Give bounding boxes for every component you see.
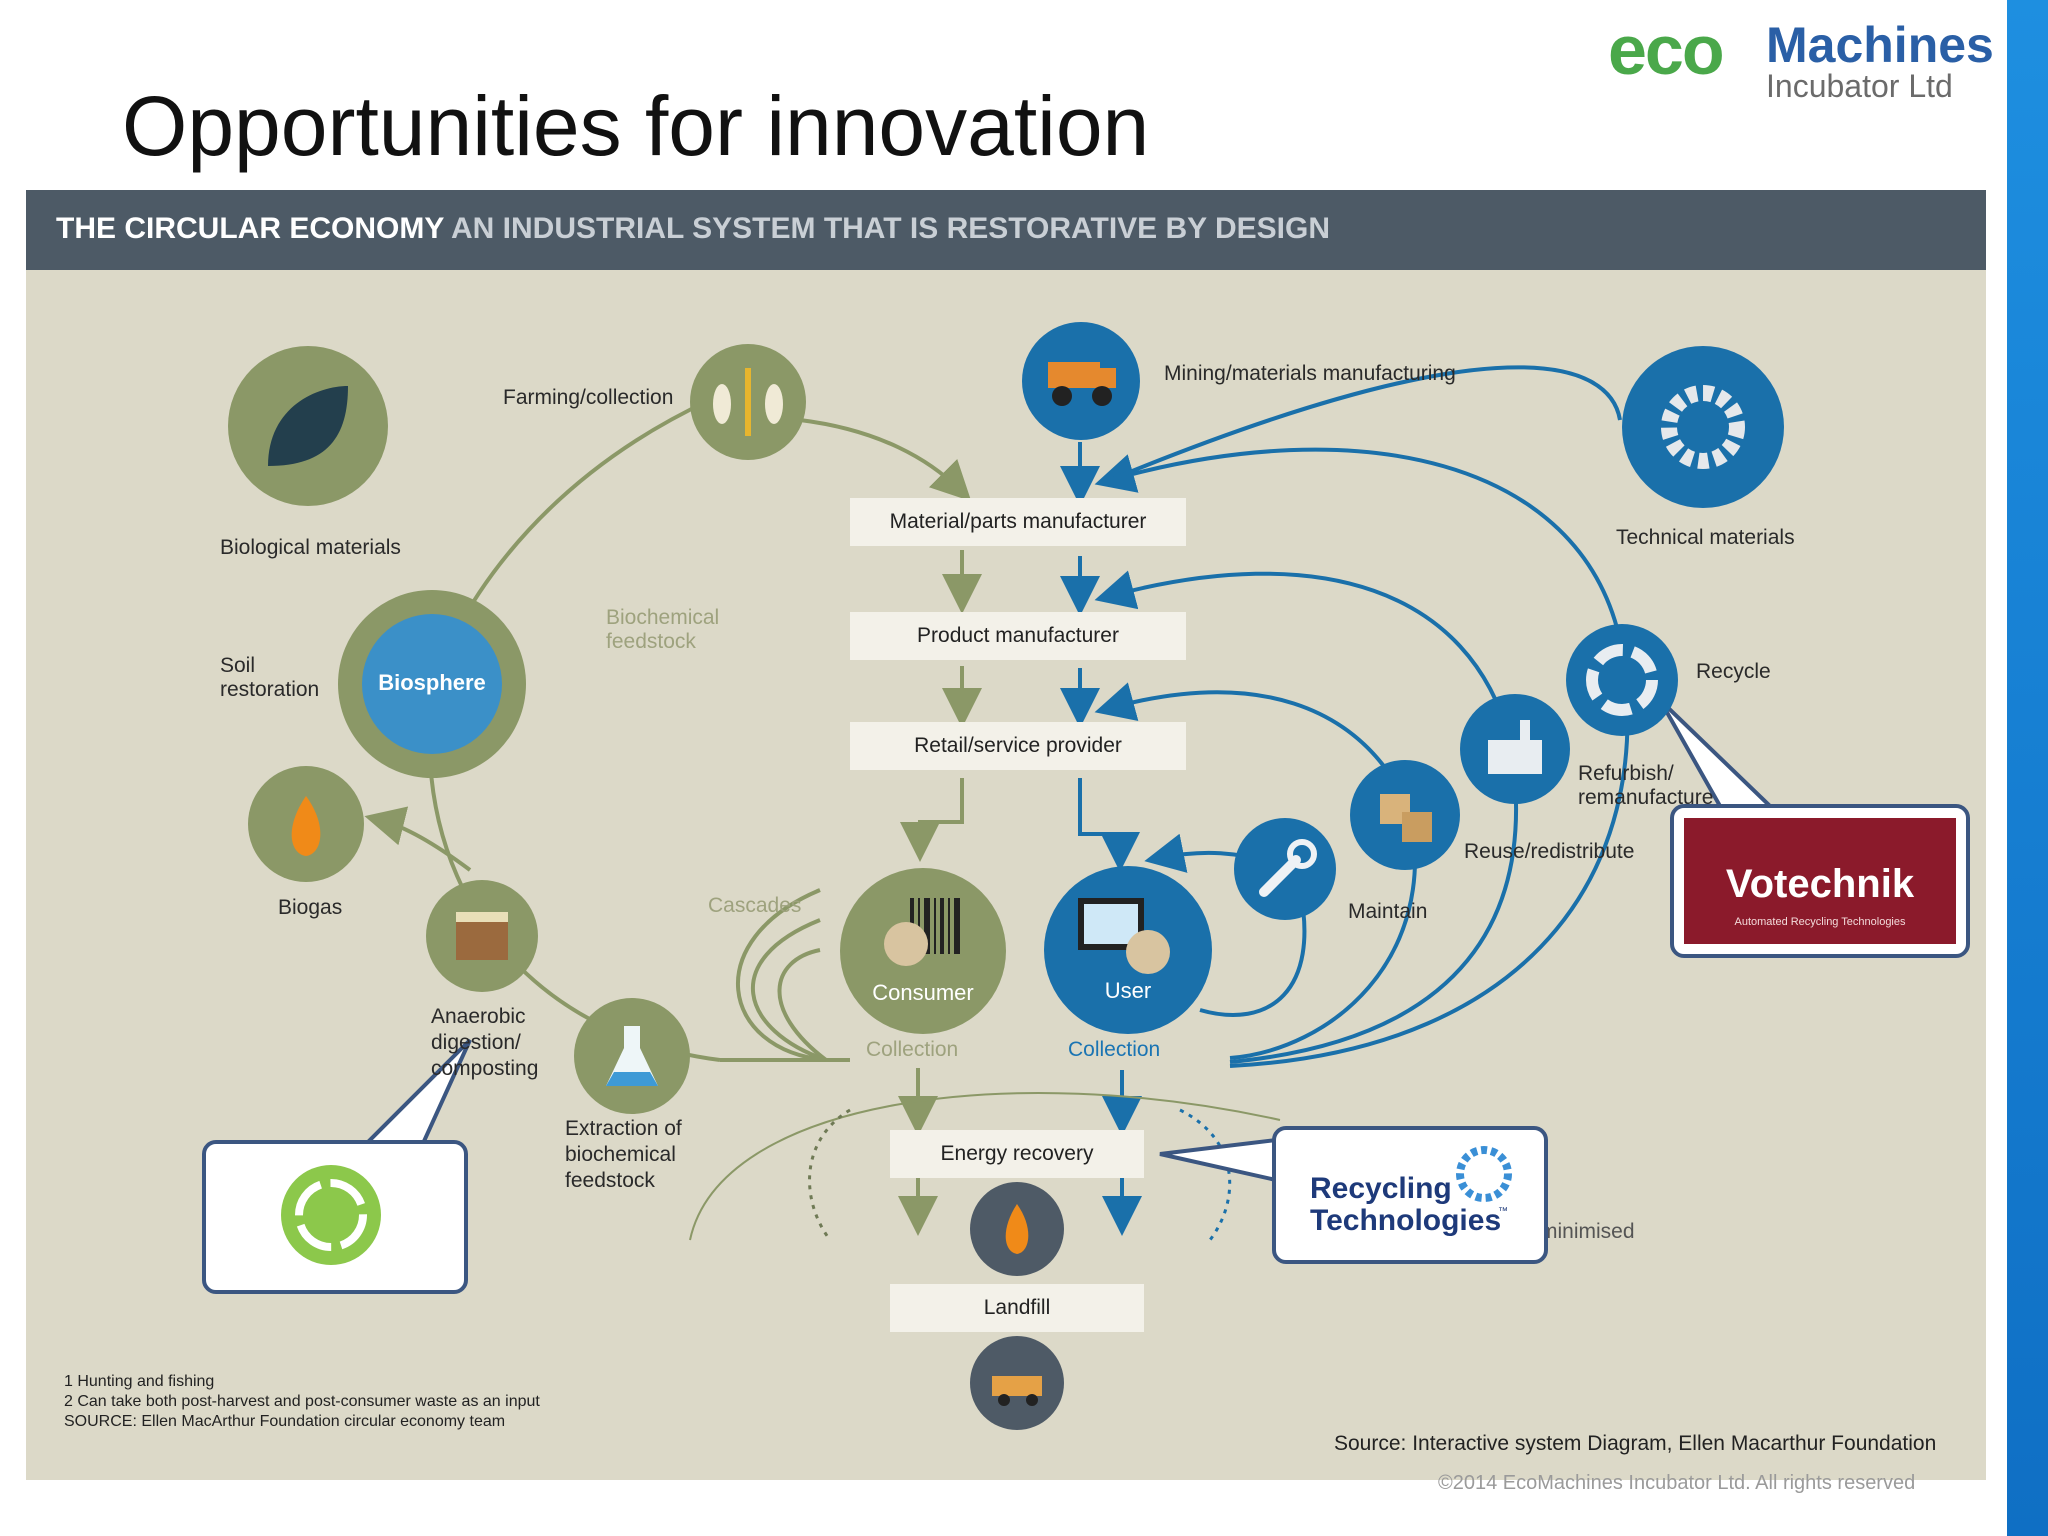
banner-text: THE CIRCULAR ECONOMY AN INDUSTRIAL SYSTE… xyxy=(56,212,1330,246)
flask-icon xyxy=(606,1026,658,1086)
consumer-node: Consumer xyxy=(840,868,1006,1034)
box-landfill: Landfill xyxy=(890,1284,1144,1332)
source-line: Source: Interactive system Diagram, Elle… xyxy=(1334,1432,1937,1455)
label-anaerobic: Anaerobic digestion/ composting xyxy=(431,1005,539,1080)
globe-icon xyxy=(362,614,502,754)
copyright: ©2014 EcoMachines Incubator Ltd. All rig… xyxy=(1438,1472,1916,1494)
recycle-icon xyxy=(1586,644,1658,716)
farming-node xyxy=(690,344,806,460)
votechnik-logo: Votechnik Automated Recycling Technologi… xyxy=(1684,818,1956,944)
truck-icon xyxy=(1048,362,1116,406)
accent-bar xyxy=(2007,0,2048,1536)
maintain-node xyxy=(1234,818,1336,920)
rt-line1: Recycling xyxy=(1310,1172,1452,1205)
landfill-truck-node xyxy=(970,1336,1064,1430)
logo-eco: eco xyxy=(1608,11,1725,89)
logo-machines: Machines xyxy=(1766,17,1994,73)
recycling-technologies-callout: Recycling Technologies ™ xyxy=(1272,1126,1548,1264)
ecomachines-logo: eco Machines Incubator Ltd xyxy=(1608,10,1994,105)
label-biogas: Biogas xyxy=(278,896,343,919)
label-collection-consumer: Collection xyxy=(866,1038,959,1061)
flame-icon xyxy=(291,796,321,856)
label-biological-materials: Biological materials xyxy=(220,536,401,559)
technical-materials-node xyxy=(1622,346,1784,508)
biogas-node xyxy=(248,766,364,882)
label-cascades: Cascades xyxy=(708,894,802,917)
recycle-node xyxy=(1566,624,1678,736)
box-energy-recovery: Energy recovery xyxy=(890,1130,1144,1178)
factory-icon xyxy=(1488,720,1542,774)
biogen-callout xyxy=(202,1140,468,1294)
label-biochemical-feedstock: Biochemical feedstock xyxy=(606,606,720,653)
diagram-banner: THE CIRCULAR ECONOMY AN INDUSTRIAL SYSTE… xyxy=(26,190,1986,270)
soil-icon xyxy=(456,912,508,960)
mining-node xyxy=(1022,322,1140,440)
user-node: User xyxy=(1044,866,1212,1034)
extraction-node xyxy=(574,998,690,1114)
votechnik-name: Votechnik xyxy=(1725,862,1915,906)
refurbish-node xyxy=(1460,694,1570,804)
label-mining: Mining/materials manufacturing xyxy=(1164,362,1456,385)
recycling-technologies-swirl-icon xyxy=(1456,1146,1512,1202)
box-product-manufacturer: Product manufacturer xyxy=(850,612,1186,660)
box-material-parts: Material/parts manufacturer xyxy=(850,498,1186,546)
energy-flame-node xyxy=(970,1182,1064,1276)
label-reuse: Reuse/redistribute xyxy=(1464,840,1635,863)
label-soil-restoration: Soil restoration xyxy=(220,654,320,701)
logo-subtitle: Incubator Ltd xyxy=(1766,68,1953,104)
user-label: User xyxy=(1104,978,1152,1003)
footnote-1: 1 Hunting and fishing xyxy=(64,1373,215,1390)
biosphere-label: Biosphere xyxy=(378,670,486,695)
footnotes: 1 Hunting and fishing 2 Can take both po… xyxy=(64,1372,540,1432)
consumer-label: Consumer xyxy=(872,980,974,1005)
votechnik-tagline: Automated Recycling Technologies xyxy=(1734,916,1906,928)
biogen-logo-icon xyxy=(281,1165,381,1265)
wrench-icon xyxy=(1259,839,1317,897)
footnote-source: SOURCE: Ellen MacArthur Foundation circu… xyxy=(64,1413,506,1430)
wheat-fish-icon xyxy=(713,368,783,436)
gear-icon xyxy=(1661,385,1745,469)
label-extraction: Extraction of biochemical feedstock xyxy=(565,1117,682,1192)
label-refurbish: Refurbish/ remanufacture xyxy=(1578,762,1714,809)
footnote-2: 2 Can take both post-harvest and post-co… xyxy=(64,1393,540,1410)
label-minimised: minimised xyxy=(1540,1220,1635,1243)
flame-icon xyxy=(1005,1204,1029,1254)
barcode-icon xyxy=(884,898,960,966)
reuse-node xyxy=(1350,760,1460,870)
label-maintain: Maintain xyxy=(1348,900,1428,923)
banner-bold: THE CIRCULAR ECONOMY xyxy=(56,212,444,245)
rt-line2: Technologies xyxy=(1310,1204,1502,1237)
label-recycle: Recycle xyxy=(1696,660,1771,683)
rt-tm: ™ xyxy=(1498,1206,1508,1217)
biosphere-node: Biosphere xyxy=(338,590,526,778)
slide-title: Opportunities for innovation xyxy=(122,79,1150,173)
dump-truck-icon xyxy=(992,1376,1042,1406)
votechnik-callout: Votechnik Automated Recycling Technologi… xyxy=(1670,804,1970,958)
label-technical-materials: Technical materials xyxy=(1616,526,1795,549)
box-retail: Retail/service provider xyxy=(850,722,1186,770)
monitor-icon xyxy=(1078,898,1170,974)
leaf-icon xyxy=(268,386,348,466)
label-farming: Farming/collection xyxy=(503,386,674,409)
banner-rest: AN INDUSTRIAL SYSTEM THAT IS RESTORATIVE… xyxy=(443,212,1330,245)
biological-materials-node xyxy=(228,346,388,506)
boxes-icon xyxy=(1380,794,1432,842)
anaerobic-node xyxy=(426,880,538,992)
label-collection-user: Collection xyxy=(1068,1038,1161,1061)
